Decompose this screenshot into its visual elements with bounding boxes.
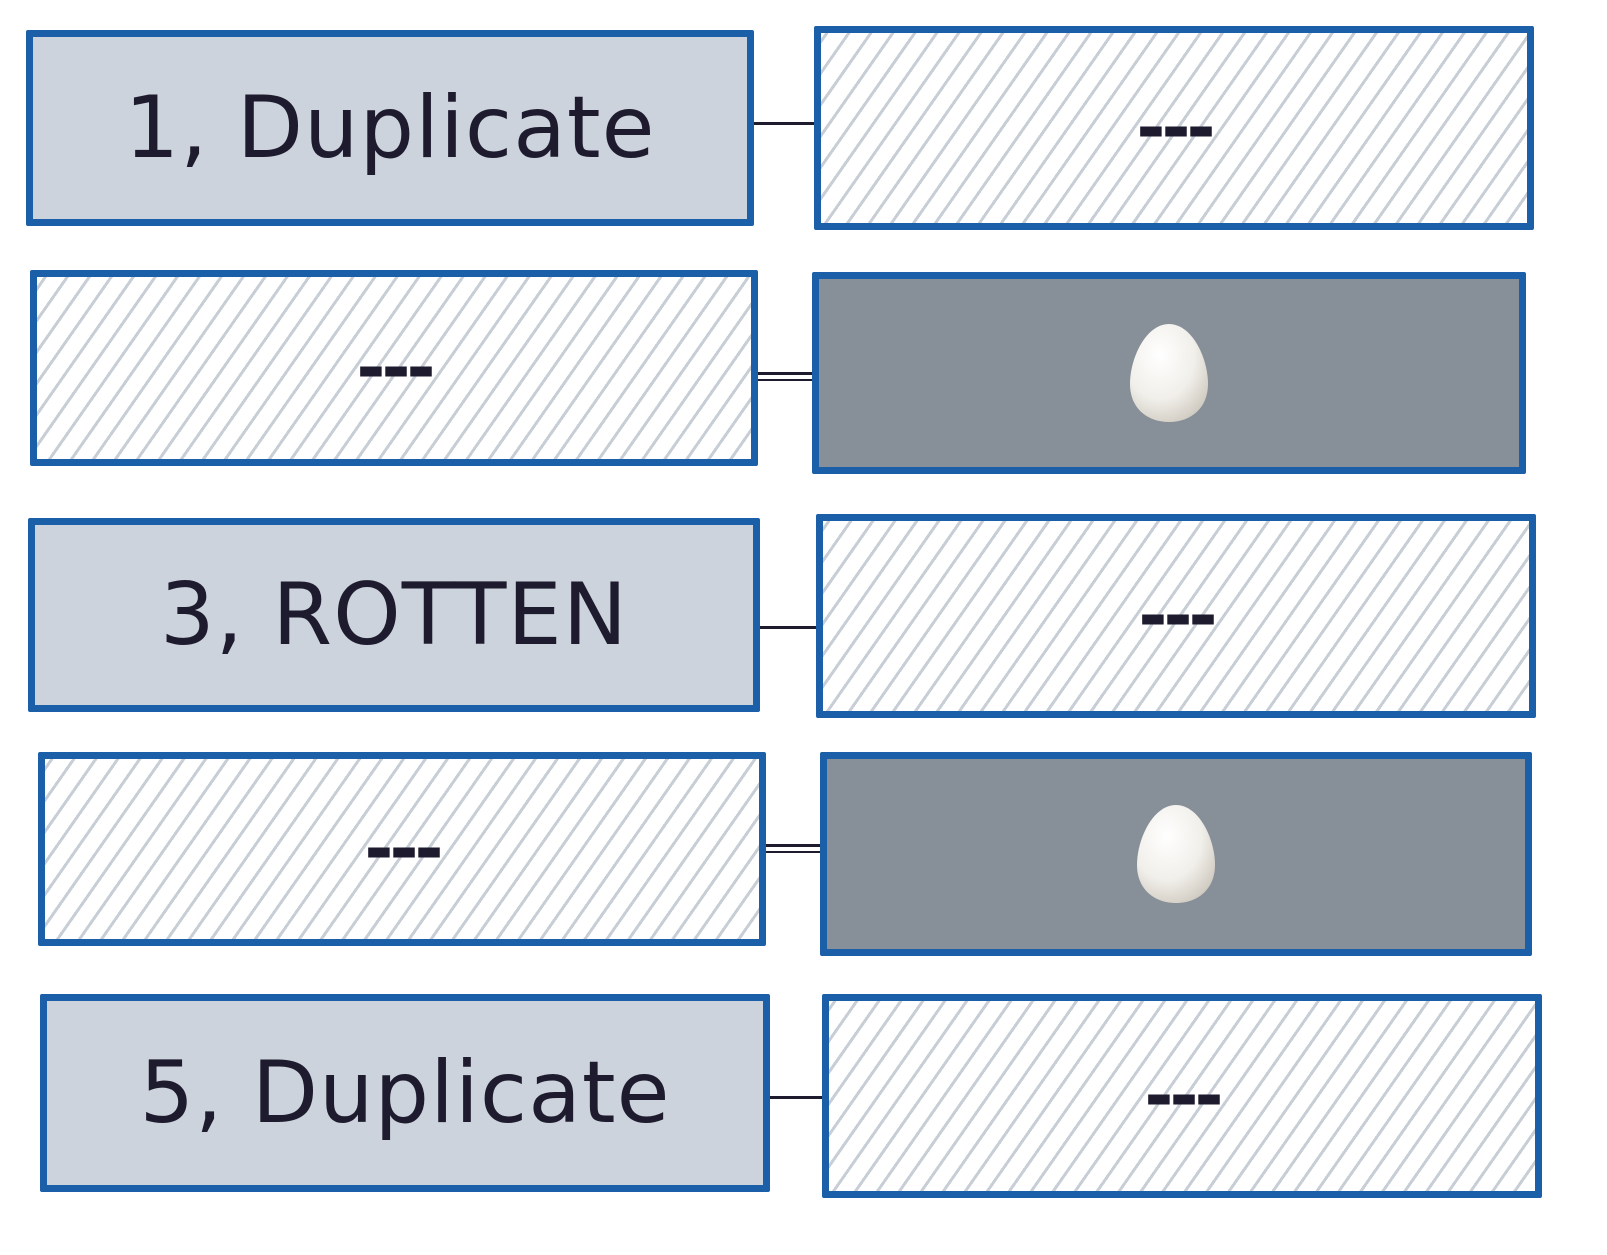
value-cell-2 [812,272,1526,474]
value-cell-3: --- [816,514,1536,718]
empty-marker: --- [1136,87,1215,169]
row-connector [754,122,816,125]
key-cell-label: 5, Duplicate [139,1043,671,1143]
row-connector [760,626,822,629]
key-cell-3: 3, ROTTEN [28,518,760,712]
row-connector [758,372,820,381]
value-cell-5: --- [822,994,1542,1198]
empty-marker: --- [356,327,435,409]
empty-marker: --- [1144,1055,1223,1137]
row-connector [766,844,828,853]
key-cell-label: 1, Duplicate [124,78,656,178]
key-cell-4: --- [38,752,766,946]
value-cell-4 [820,752,1532,956]
value-cell-1: --- [814,26,1534,230]
empty-marker: --- [1138,575,1217,657]
empty-marker: --- [364,808,443,890]
key-cell-label: 3, ROTTEN [159,565,629,665]
key-cell-2: --- [30,270,758,466]
key-cell-5: 5, Duplicate [40,994,770,1192]
row-connector [770,1096,830,1099]
key-cell-1: 1, Duplicate [26,30,754,226]
egg-icon [1137,805,1215,903]
egg-icon [1130,324,1208,422]
